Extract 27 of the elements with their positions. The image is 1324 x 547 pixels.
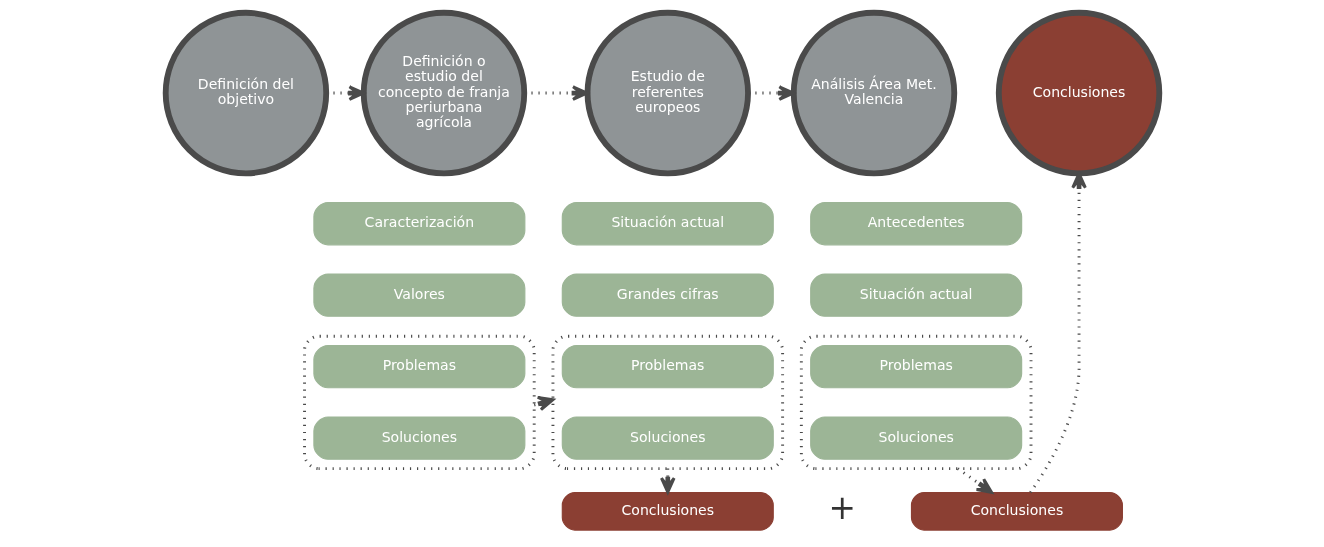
node-box: Valores bbox=[312, 273, 525, 317]
node-box: Problemas bbox=[809, 344, 1022, 389]
node-box: Situación actual bbox=[561, 202, 774, 246]
cluster bbox=[550, 334, 784, 471]
arrow bbox=[747, 85, 795, 101]
node-box: Problemas bbox=[561, 344, 774, 389]
node-box: Conclusiones bbox=[910, 492, 1123, 531]
cluster bbox=[302, 334, 536, 471]
label: + bbox=[828, 489, 856, 528]
cluster bbox=[799, 334, 1032, 471]
node-circle: Conclusiones bbox=[995, 9, 1162, 177]
node-box: Soluciones bbox=[561, 416, 774, 460]
arrow bbox=[956, 467, 993, 494]
node-box: Situación actual bbox=[809, 273, 1022, 317]
node-box: Conclusiones bbox=[561, 492, 774, 531]
node-box: Soluciones bbox=[312, 416, 525, 460]
node-circle: Análisis Área Met. Valencia bbox=[790, 9, 957, 177]
node-circle: Estudio de referentes europeos bbox=[584, 9, 751, 177]
node-circle: Definición del objetivo bbox=[162, 9, 329, 177]
arrow bbox=[533, 396, 554, 412]
node-box: Antecedentes bbox=[809, 202, 1022, 246]
node-box: Grandes cifras bbox=[561, 273, 774, 317]
arrow bbox=[1028, 172, 1087, 494]
node-circle: Definición o estudio del concepto de franja periurbana agrícola bbox=[360, 9, 527, 177]
node-box: Problemas bbox=[312, 344, 525, 389]
node-box: Caracterización bbox=[312, 202, 525, 246]
node-box: Soluciones bbox=[809, 416, 1022, 460]
